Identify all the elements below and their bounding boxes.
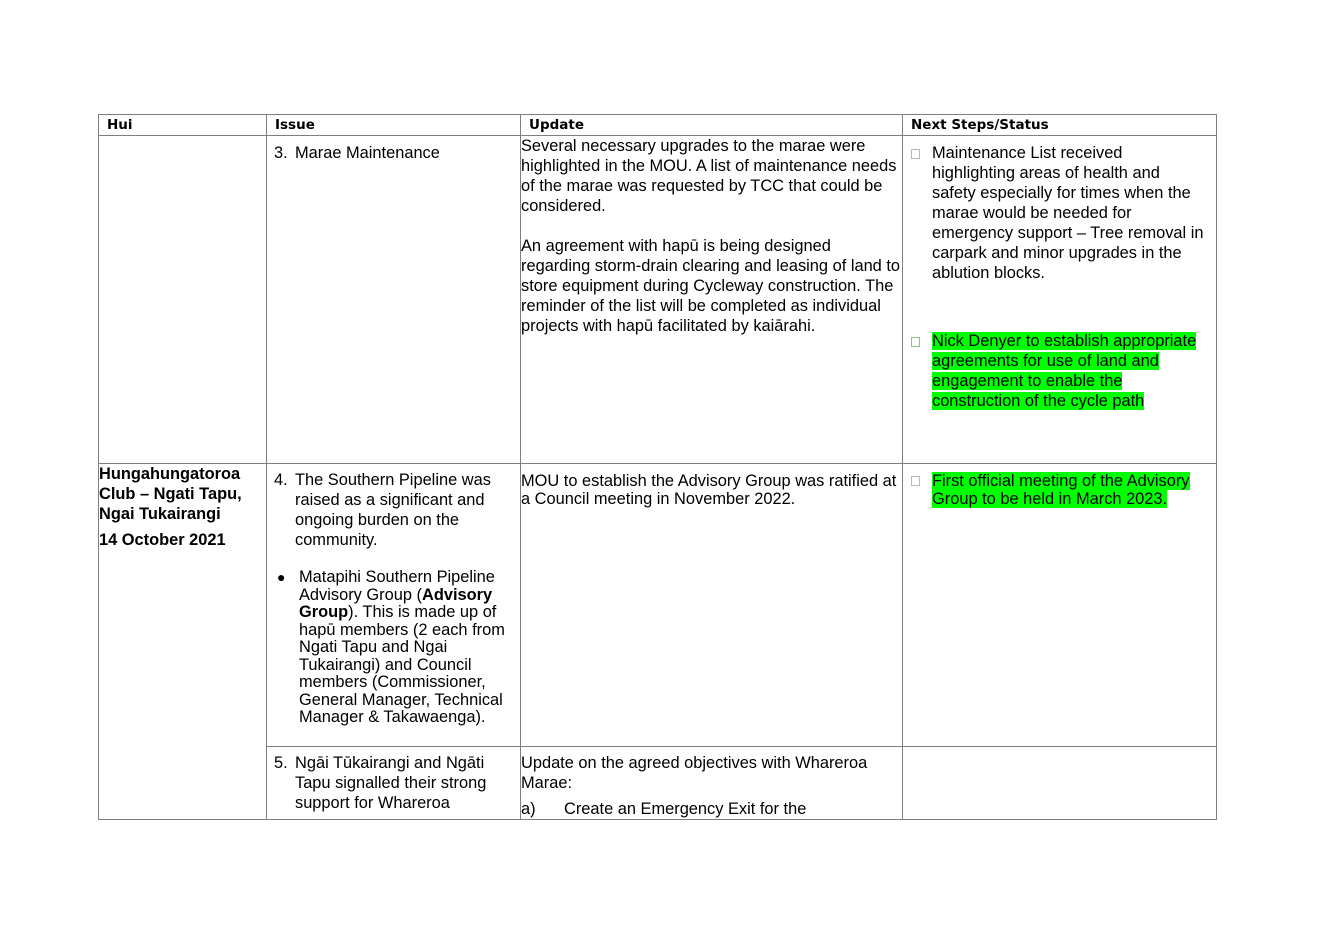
table-row: 5. Ngāi Tūkairangi and Ngāti Tapu signal… xyxy=(99,746,1217,820)
hui-cell-empty xyxy=(98,135,267,464)
issue-number: 3. xyxy=(274,144,288,162)
update-cell: Several necessary upgrades to the marae … xyxy=(520,135,903,464)
status-text-highlighted: First official meeting of the Advisory G… xyxy=(932,472,1190,508)
table-row: 3. Marae Maintenance Several necessary u… xyxy=(98,135,1217,464)
issue-text: Ngāi Tūkairangi and Ngāti Tapu signalled… xyxy=(295,754,487,812)
status-cell-empty xyxy=(902,746,1217,820)
checkbox-icon[interactable] xyxy=(911,149,920,159)
status-text-highlighted: Nick Denyer to establish appropriate agr… xyxy=(932,332,1197,410)
issue-text: The Southern Pipeline was raised as a si… xyxy=(295,471,491,549)
issue-number: 5. xyxy=(274,754,288,772)
hui-date: 14 October 2021 xyxy=(99,531,226,549)
list-item: ● Matapihi Southern Pipeline Advisory Gr… xyxy=(277,568,505,726)
meeting-table: Hui Issue Update Next Steps/Status 3. Ma… xyxy=(98,114,1217,820)
status-cell: First official meeting of the Advisory G… xyxy=(902,463,1217,747)
checkbox-icon[interactable] xyxy=(911,476,920,486)
issue-cell: 4. The Southern Pipeline was raised as a… xyxy=(266,463,521,747)
header-next-steps: Next Steps/Status xyxy=(902,114,1217,136)
hui-cell: Hungahungatoroa Club – Ngati Tapu, Ngai … xyxy=(98,463,267,820)
checkbox-icon[interactable] xyxy=(911,337,920,347)
bullet-icon: ● xyxy=(277,569,286,585)
update-paragraph: An agreement with hapū is being designed… xyxy=(521,237,901,335)
update-paragraph: Several necessary upgrades to the marae … xyxy=(521,137,897,215)
header-update: Update xyxy=(520,114,903,136)
table-row: Hungahungatoroa Club – Ngati Tapu, Ngai … xyxy=(98,463,1217,820)
header-row: Hui Issue Update Next Steps/Status xyxy=(98,114,1217,136)
update-paragraph: MOU to establish the Advisory Group was … xyxy=(521,472,897,508)
hui-name: Hungahungatoroa Club – Ngati Tapu, Ngai … xyxy=(99,465,242,523)
update-cell: MOU to establish the Advisory Group was … xyxy=(520,463,903,747)
header-issue: Issue xyxy=(266,114,521,136)
issue-cell: 5. Ngāi Tūkairangi and Ngāti Tapu signal… xyxy=(266,746,521,820)
issue-cell: 3. Marae Maintenance xyxy=(266,135,521,464)
issue-number: 4. xyxy=(274,471,288,489)
update-cell: Update on the agreed objectives with Wha… xyxy=(520,746,903,820)
list-text: Create an Emergency Exit for the xyxy=(564,800,807,818)
update-paragraph: Update on the agreed objectives with Wha… xyxy=(521,754,868,792)
issue-text: Marae Maintenance xyxy=(295,144,440,162)
list-label: a) xyxy=(521,800,536,818)
status-text: Maintenance List received highlighting a… xyxy=(932,144,1204,282)
list-item: a) Create an Emergency Exit for the xyxy=(521,799,902,819)
header-hui: Hui xyxy=(98,114,267,136)
status-cell: Maintenance List received highlighting a… xyxy=(902,135,1217,464)
